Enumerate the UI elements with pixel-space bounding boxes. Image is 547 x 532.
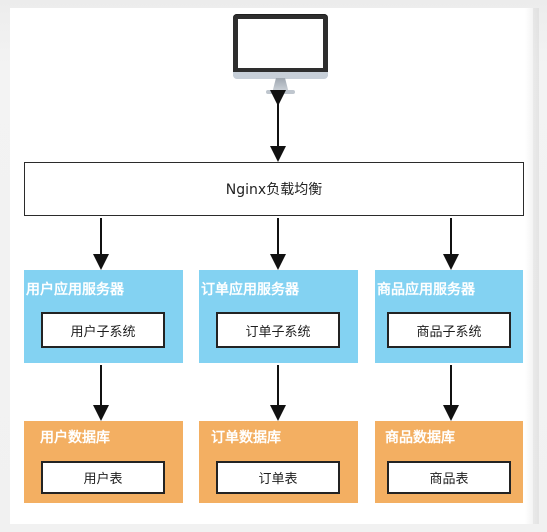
database-product-table: 商品表 — [387, 461, 511, 494]
app-server-product: 商品应用服务器 商品子系统 — [375, 270, 523, 363]
app-server-product-title: 商品应用服务器 — [377, 282, 475, 298]
app-server-user: 用户应用服务器 用户子系统 — [24, 270, 183, 363]
frame-edge — [525, 8, 539, 524]
database-order: 订单数据库 订单表 — [199, 421, 358, 503]
monitor-base — [266, 90, 295, 94]
app-server-order-subsystem: 订单子系统 — [216, 312, 340, 348]
database-product-title: 商品数据库 — [385, 430, 455, 446]
database-user-title: 用户数据库 — [40, 430, 110, 446]
client-monitor-icon — [233, 14, 328, 96]
app-server-product-subsystem: 商品子系统 — [387, 312, 511, 348]
monitor-screen-display — [238, 19, 323, 68]
monitor-screen — [233, 14, 328, 78]
app-server-order-title: 订单应用服务器 — [201, 282, 299, 298]
monitor-chin — [233, 72, 328, 79]
database-user-table: 用户表 — [41, 461, 165, 494]
app-server-user-title: 用户应用服务器 — [26, 282, 124, 298]
app-server-order: 订单应用服务器 订单子系统 — [199, 270, 358, 363]
database-user: 用户数据库 用户表 — [24, 421, 183, 503]
database-order-table: 订单表 — [216, 461, 340, 494]
nginx-load-balancer-label: Nginx负载均衡 — [225, 182, 323, 198]
nginx-load-balancer-box: Nginx负载均衡 — [24, 162, 524, 216]
database-order-title: 订单数据库 — [211, 430, 281, 446]
app-server-user-subsystem: 用户子系统 — [41, 312, 165, 348]
database-product: 商品数据库 商品表 — [375, 421, 523, 503]
monitor-stand — [272, 78, 289, 90]
